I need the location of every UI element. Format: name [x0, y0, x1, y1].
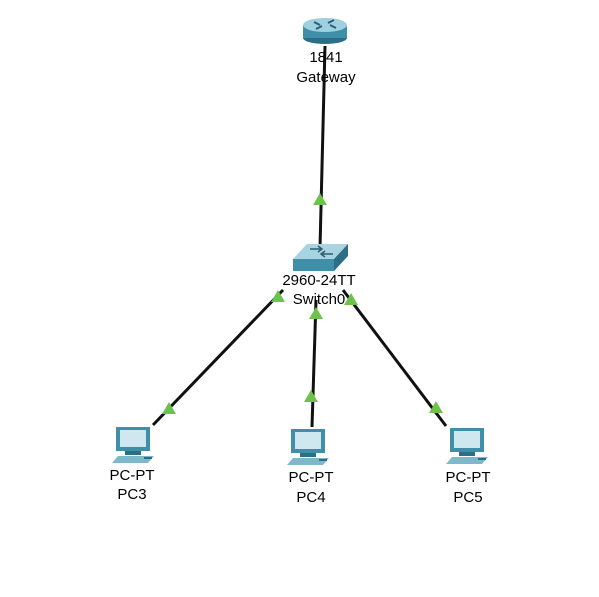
link-switch-pc4[interactable]	[310, 299, 318, 428]
pc3-model-label: PC-PT	[110, 467, 155, 484]
pc5-model-label: PC-PT	[446, 469, 491, 486]
switch-model-label: 2960-24TT	[282, 272, 355, 289]
switch-name-label: Switch0	[293, 291, 346, 308]
pc4-model-label: PC-PT	[289, 469, 334, 486]
router-model-label: 1841	[309, 49, 342, 66]
pc-icon	[287, 429, 329, 465]
link-status-indicator	[271, 290, 285, 302]
device-pc4[interactable]: PC-PT PC4	[287, 429, 334, 506]
device-router[interactable]: 1841 Gateway	[296, 18, 356, 86]
router-name-label: Gateway	[296, 69, 356, 86]
pc3-name-label: PC3	[117, 486, 146, 503]
link-status-indicator	[429, 401, 443, 413]
pc-icon	[112, 427, 154, 463]
links-layer	[151, 45, 448, 428]
device-pc3[interactable]: PC-PT PC3	[110, 427, 155, 503]
pc4-name-label: PC4	[296, 489, 325, 506]
pc-icon	[446, 428, 488, 464]
link-status-indicator	[304, 390, 318, 402]
link-switch-pc3[interactable]	[151, 288, 285, 427]
link-switch-pc5[interactable]	[341, 289, 448, 427]
link-status-indicator	[309, 307, 323, 319]
link-status-indicator	[162, 402, 176, 414]
router-icon	[303, 18, 347, 44]
device-switch[interactable]: 2960-24TT Switch0	[282, 244, 356, 308]
devices-layer: 1841 Gateway 2960-24TT Switch0 PC-P	[110, 18, 491, 506]
device-pc5[interactable]: PC-PT PC5	[446, 428, 491, 506]
link-status-indicator	[313, 193, 327, 205]
link-switch-router[interactable]	[318, 45, 327, 249]
switch-icon	[293, 244, 348, 271]
pc5-name-label: PC5	[453, 489, 482, 506]
link-status-indicator	[344, 293, 358, 305]
